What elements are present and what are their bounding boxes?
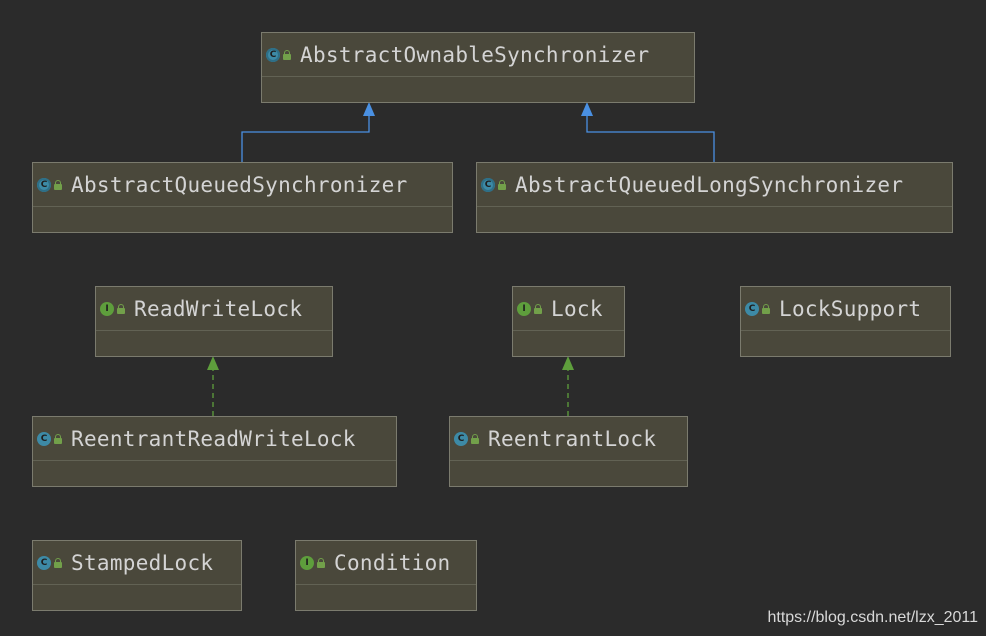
public-visibility-icon — [54, 179, 62, 190]
class-node-header: C AbstractQueuedLongSynchronizer — [477, 163, 952, 207]
interface-node-condition[interactable]: I Condition — [295, 540, 477, 611]
edge-line — [586, 116, 715, 162]
class-node-reentrant-lock[interactable]: C ReentrantLock — [449, 416, 688, 487]
interface-icon: I — [517, 301, 531, 316]
class-icon: C — [37, 555, 51, 570]
abstract-class-icon: C — [37, 177, 51, 192]
class-node-header: I Condition — [296, 541, 476, 585]
class-node-abstract-queued-long-synchronizer[interactable]: C AbstractQueuedLongSynchronizer — [476, 162, 953, 233]
class-node-header: C AbstractOwnableSynchronizer — [262, 33, 694, 77]
interface-node-read-write-lock[interactable]: I ReadWriteLock — [95, 286, 333, 357]
interface-icon: I — [300, 555, 314, 570]
edge-arrowhead — [562, 356, 574, 370]
class-name: AbstractQueuedLongSynchronizer — [515, 172, 904, 197]
watermark-text: https://blog.csdn.net/lzx_2011 — [767, 609, 978, 626]
class-name: ReadWriteLock — [134, 296, 303, 321]
class-node-abstract-ownable-synchronizer[interactable]: C AbstractOwnableSynchronizer — [261, 32, 695, 103]
class-node-header: I ReadWriteLock — [96, 287, 332, 331]
edge-arrowhead — [207, 356, 219, 370]
class-node-abstract-queued-synchronizer[interactable]: C AbstractQueuedSynchronizer — [32, 162, 453, 233]
class-node-lock-support[interactable]: C LockSupport — [740, 286, 951, 357]
edge-rrwl-implements-rwl — [207, 356, 219, 416]
public-visibility-icon — [117, 303, 125, 314]
class-node-header: C LockSupport — [741, 287, 950, 331]
class-node-header: I Lock — [513, 287, 624, 331]
class-name: AbstractQueuedSynchronizer — [71, 172, 408, 197]
interface-node-lock[interactable]: I Lock — [512, 286, 625, 357]
public-visibility-icon — [317, 557, 325, 568]
edge-rl-implements-lock — [562, 356, 574, 416]
public-visibility-icon — [54, 557, 62, 568]
class-node-stamped-lock[interactable]: C StampedLock — [32, 540, 242, 611]
abstract-class-icon: C — [481, 177, 495, 192]
class-icon: C — [454, 431, 468, 446]
edge-line — [241, 116, 370, 162]
public-visibility-icon — [283, 49, 291, 60]
class-icon: C — [745, 301, 759, 316]
class-name: LockSupport — [779, 296, 922, 321]
edge-arrowhead — [581, 102, 593, 116]
public-visibility-icon — [471, 433, 479, 444]
class-name: ReentrantReadWriteLock — [71, 426, 356, 451]
edge-aqs-extends-aos — [241, 102, 375, 162]
class-node-header: C ReentrantReadWriteLock — [33, 417, 396, 461]
public-visibility-icon — [54, 433, 62, 444]
class-name: AbstractOwnableSynchronizer — [300, 42, 650, 67]
class-node-header: C ReentrantLock — [450, 417, 687, 461]
public-visibility-icon — [534, 303, 542, 314]
interface-icon: I — [100, 301, 114, 316]
abstract-class-icon: C — [266, 47, 280, 62]
edge-aqls-extends-aos — [581, 102, 715, 162]
class-node-header: C AbstractQueuedSynchronizer — [33, 163, 452, 207]
public-visibility-icon — [498, 179, 506, 190]
class-name: StampedLock — [71, 550, 214, 575]
class-name: Condition — [334, 550, 451, 575]
class-icon: C — [37, 431, 51, 446]
edge-arrowhead — [363, 102, 375, 116]
class-node-header: C StampedLock — [33, 541, 241, 585]
public-visibility-icon — [762, 303, 770, 314]
class-name: ReentrantLock — [488, 426, 657, 451]
class-name: Lock — [551, 296, 603, 321]
class-node-reentrant-read-write-lock[interactable]: C ReentrantReadWriteLock — [32, 416, 397, 487]
